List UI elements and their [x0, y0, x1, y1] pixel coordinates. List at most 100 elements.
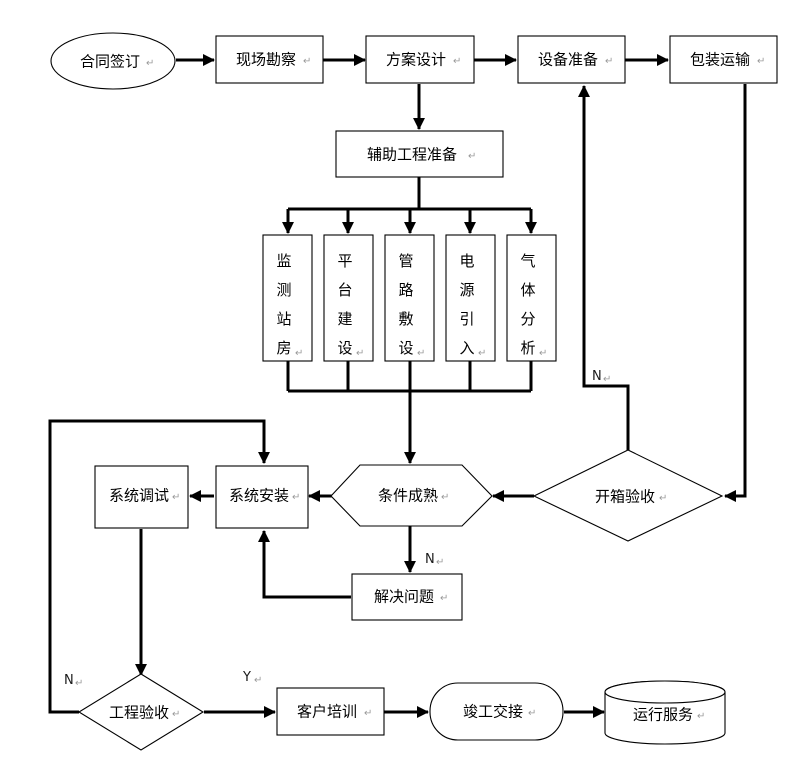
project-accept-label: 工程验收 [109, 704, 169, 722]
power-intro-label-3: 入 [459, 339, 474, 357]
node-auxiliary-prep[interactable]: 辅助工程准备 ↵ [335, 130, 504, 178]
equipment-prep-rect [517, 35, 626, 84]
pilcrow-icon: ↵ [441, 492, 449, 503]
pipeline-lay-label-3: 设 [398, 339, 413, 357]
system-install-rect [215, 465, 309, 529]
pilcrow-icon: ↵ [697, 711, 705, 722]
node-contract-signing[interactable]: 合同签订 ↵ [50, 32, 176, 90]
node-pipeline-lay[interactable]: 管 路 敷 设 ↵ [384, 234, 435, 362]
condition-ready-label: 条件成熟 [378, 487, 438, 505]
condition-ready-hexagon [330, 464, 493, 527]
node-condition-ready[interactable]: 条件成熟 ↵ [330, 464, 493, 527]
pilcrow-icon: ↵ [417, 348, 425, 359]
pilcrow-icon: ↵ [539, 348, 547, 359]
unpack-inspect-diamond [532, 449, 724, 542]
pilcrow-icon: ↵ [453, 56, 461, 67]
node-gas-analysis[interactable]: 气 体 分 析 ↵ [506, 234, 557, 362]
pilcrow-icon: ↵ [295, 348, 303, 359]
pipeline-lay-label-1: 路 [398, 281, 413, 299]
scheme-design-rect [365, 35, 475, 84]
pilcrow-icon: ↵ [528, 708, 536, 719]
branch-label-condition-no: N [425, 552, 435, 567]
node-platform-build[interactable]: 平 台 建 设 ↵ [323, 234, 374, 362]
node-unpack-inspect[interactable]: 开箱验收 ↵ [532, 449, 724, 542]
packing-transport-rect [669, 35, 778, 84]
pilcrow-icon: ↵ [292, 492, 300, 503]
node-project-accept[interactable]: 工程验收 ↵ [77, 673, 205, 751]
branch-label-unpack-no: N [592, 369, 602, 384]
equipment-prep-label: 设备准备 [538, 51, 598, 69]
solve-problem-label: 解决问题 [374, 588, 434, 606]
pilcrow-icon: ↵ [605, 56, 613, 67]
monitor-station-rect [262, 234, 313, 362]
pilcrow-icon: ↵ [364, 708, 372, 719]
site-survey-label: 现场勘察 [236, 51, 296, 69]
node-customer-training[interactable]: 客户培训 ↵ [276, 687, 385, 736]
pilcrow-icon: ↵ [75, 678, 83, 689]
edge-layer [48, 54, 747, 718]
edge-solve-to-install [258, 530, 351, 599]
power-intro-label-1: 源 [459, 281, 474, 299]
contract-signing-label: 合同签订 [80, 53, 140, 71]
node-monitor-station[interactable]: 监 测 站 房 ↵ [262, 234, 313, 362]
node-system-debug[interactable]: 系统调试 ↵ [94, 465, 189, 529]
monitor-station-label-2: 站 [276, 310, 291, 328]
platform-build-label-3: 设 [337, 339, 352, 357]
pipeline-lay-label-0: 管 [398, 252, 413, 270]
pilcrow-icon: ↵ [172, 492, 180, 503]
power-intro-label-0: 电 [459, 252, 474, 270]
auxiliary-prep-label: 辅助工程准备 [367, 146, 457, 164]
branch-label-project-no: N [64, 673, 74, 688]
pipeline-lay-rect [384, 234, 435, 362]
branch-label-layer: N ↵ N ↵ N ↵ Y ↵ [64, 369, 611, 689]
monitor-station-label-1: 测 [276, 281, 291, 299]
pilcrow-icon: ↵ [146, 58, 154, 69]
node-operation-service[interactable]: 运行服务 ↵ [604, 680, 726, 745]
gas-analysis-label-0: 气 [520, 252, 535, 270]
power-intro-rect [445, 234, 496, 362]
node-solve-problem[interactable]: 解决问题 ↵ [351, 573, 463, 621]
node-layer: 合同签订 ↵ 现场勘察 ↵ 方案设计 ↵ 设备准备 ↵ [50, 32, 778, 751]
pilcrow-icon: ↵ [659, 493, 667, 504]
operation-service-label: 运行服务 [633, 706, 693, 724]
node-power-intro[interactable]: 电 源 引 入 ↵ [445, 234, 496, 362]
node-scheme-design[interactable]: 方案设计 ↵ [365, 35, 475, 84]
platform-build-label-2: 建 [337, 310, 352, 328]
edge-accept-no-to-install [48, 419, 270, 714]
pilcrow-icon: ↵ [254, 675, 262, 686]
monitor-station-label-3: 房 [276, 339, 291, 357]
customer-training-rect [276, 687, 385, 736]
contract-signing-ellipse [50, 32, 176, 90]
platform-build-label-0: 平 [337, 252, 352, 270]
pilcrow-icon: ↵ [303, 56, 311, 67]
gas-analysis-label-3: 析 [520, 339, 535, 357]
platform-build-rect [323, 234, 374, 362]
system-debug-label: 系统调试 [109, 487, 169, 505]
pilcrow-icon: ↵ [440, 593, 448, 604]
edge-unpack-no-to-equip [578, 85, 630, 450]
node-packing-transport[interactable]: 包装运输 ↵ [669, 35, 778, 84]
node-site-survey[interactable]: 现场勘察 ↵ [215, 35, 324, 84]
scheme-design-label: 方案设计 [386, 51, 446, 69]
power-intro-label-2: 引 [459, 310, 474, 328]
packing-transport-label: 包装运输 [690, 51, 750, 69]
gas-analysis-rect [506, 234, 557, 362]
pilcrow-icon: ↵ [172, 709, 180, 720]
site-survey-rect [215, 35, 324, 84]
node-equipment-prep[interactable]: 设备准备 ↵ [517, 35, 626, 84]
node-completion-handover[interactable]: 竣工交接 ↵ [429, 682, 564, 741]
customer-training-label: 客户培训 [297, 703, 357, 721]
pipeline-lay-label-2: 敷 [398, 310, 413, 328]
pilcrow-icon: ↵ [757, 56, 765, 67]
gas-analysis-label-1: 体 [520, 281, 535, 299]
pilcrow-icon: ↵ [468, 151, 476, 162]
system-debug-rect [94, 465, 189, 529]
auxiliary-prep-rect [335, 130, 504, 178]
pilcrow-icon: ↵ [356, 348, 364, 359]
unpack-inspect-label: 开箱验收 [595, 488, 655, 506]
node-system-install[interactable]: 系统安装 ↵ [215, 465, 309, 529]
project-accept-diamond [77, 673, 205, 751]
pilcrow-icon: ↵ [603, 374, 611, 385]
